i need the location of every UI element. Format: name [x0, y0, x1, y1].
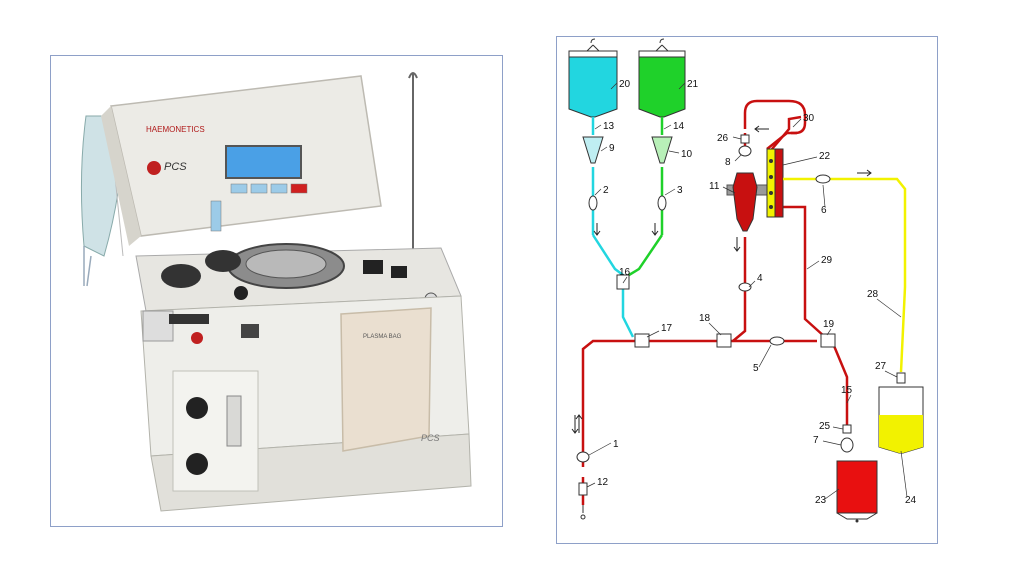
label-4: 4: [757, 273, 763, 284]
clamp-8: [738, 145, 752, 157]
plasma-bag-label: PLASMA BAG: [363, 334, 402, 340]
lcd-display: [225, 145, 302, 179]
label-2: 2: [603, 185, 609, 196]
separator-22: [766, 148, 784, 218]
bidirectional-arrow-icon: [571, 415, 579, 434]
label-26: 26: [717, 133, 729, 144]
lower-pump-bottom: [186, 453, 208, 475]
bag-20: [568, 38, 618, 118]
label-12: 12: [597, 477, 609, 488]
brand-logo-icon: [147, 161, 161, 175]
label-27: 27: [875, 361, 887, 372]
clamp-7: [840, 437, 854, 453]
brand-label: HAEMONETICS: [146, 125, 205, 134]
clamp-2: [588, 195, 598, 211]
label-3: 3: [677, 185, 683, 196]
clamp-3: [657, 195, 667, 211]
label-29: 29: [821, 255, 833, 266]
connector-17: [634, 333, 650, 348]
key-3[interactable]: [270, 183, 288, 194]
valve-25: [842, 424, 852, 434]
label-9: 9: [609, 143, 615, 154]
needle-12: [578, 482, 588, 496]
label-23: 23: [815, 495, 827, 506]
lower-pump-top: [186, 397, 208, 419]
centrifuge-bowl-11: [726, 172, 772, 232]
label-16: 16: [619, 267, 631, 278]
label-24: 24: [905, 495, 917, 506]
clamp-4: [738, 282, 752, 292]
logo-label: PCS: [164, 161, 187, 173]
side-logo-label: PCS: [421, 433, 440, 443]
clamp-1: [576, 451, 590, 463]
valve-26: [740, 134, 750, 144]
red-valve-icon: [191, 332, 203, 344]
bag-21: [638, 38, 686, 118]
bag-23: [836, 424, 878, 523]
connector-19: [820, 333, 836, 348]
connector-18: [716, 333, 732, 348]
leader-lines: [586, 82, 908, 500]
bag-24: [878, 372, 924, 454]
label-28: 28: [867, 289, 879, 300]
clamp-5: [769, 336, 785, 346]
flow-arrow-icon: [857, 169, 872, 177]
label-11: 11: [709, 181, 720, 192]
label-21: 21: [687, 79, 699, 90]
device-photo-frame: HAEMONETICS PCS P: [50, 55, 503, 527]
drip-chamber-9: [582, 136, 604, 164]
flow-arrow-icon: [733, 237, 741, 252]
label-25: 25: [819, 421, 831, 432]
drip-chamber-10: [651, 136, 673, 164]
label-15: 15: [841, 385, 853, 396]
label-18: 18: [699, 313, 711, 324]
label-14: 14: [673, 121, 685, 132]
pump-right: [205, 250, 241, 272]
schematic-diagram-frame: 20 21 13 14 9 10 2 3 16 17 18 19 5 4 26 …: [556, 36, 938, 544]
label-10: 10: [681, 149, 693, 160]
label-13: 13: [603, 121, 615, 132]
plasma-bag: [340, 307, 432, 452]
lower-panel: [172, 370, 259, 492]
flow-arrow-icon: [593, 223, 601, 236]
key-1[interactable]: [230, 183, 248, 194]
label-22: 22: [819, 151, 831, 162]
label-5: 5: [753, 363, 759, 374]
schematic-diagram: 20 21 13 14 9 10 2 3 16 17 18 19 5 4 26 …: [568, 38, 924, 523]
label-19: 19: [823, 319, 835, 330]
arrow-keys[interactable]: [210, 200, 222, 232]
flow-arrow-icon: [754, 125, 769, 133]
label-20: 20: [619, 79, 631, 90]
label-6: 6: [821, 205, 827, 216]
pump-left: [161, 264, 201, 288]
label-30: 30: [803, 113, 815, 124]
key-2[interactable]: [250, 183, 268, 194]
label-1: 1: [613, 439, 619, 450]
label-7: 7: [813, 435, 819, 446]
label-8: 8: [725, 157, 731, 168]
stop-key[interactable]: [290, 183, 308, 194]
yellow-tubing: [783, 177, 907, 373]
label-17: 17: [661, 323, 673, 334]
flow-arrow-icon: [651, 223, 659, 236]
device-photo: HAEMONETICS PCS P: [80, 72, 472, 512]
clamp-6: [815, 174, 831, 184]
